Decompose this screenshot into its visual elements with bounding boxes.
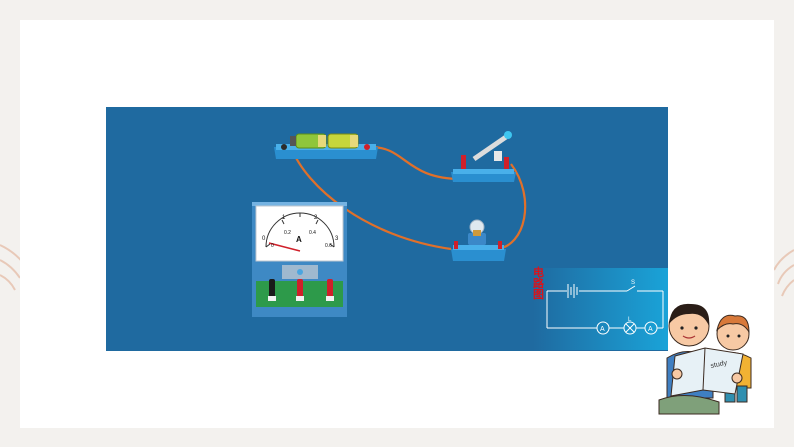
book-text: study	[710, 360, 728, 370]
terminal-0.6A	[297, 279, 303, 299]
lamp-holder	[451, 219, 506, 261]
switch-handle	[504, 131, 512, 139]
scale-bottom-1: 0.2	[284, 230, 291, 236]
scale-bottom-0: 0	[271, 243, 274, 249]
ammeter-symbol-2: A	[648, 326, 653, 333]
scale-bottom-2: 0.4	[309, 230, 316, 236]
scale-bottom-3: 0.6	[325, 243, 332, 249]
battery-terminal-positive	[364, 144, 370, 150]
lamp-symbol-label: L	[628, 317, 632, 323]
schematic-title: 电路图	[533, 267, 544, 301]
circuit-illustration: 0 1 2 3 0 0.2 0.4 0.6 A	[252, 131, 527, 317]
ammeter-needle	[268, 242, 301, 252]
battery-holder	[274, 133, 378, 159]
kids-reading-illustration: study	[655, 298, 765, 416]
ammeter: 0 1 2 3 0 0.2 0.4 0.6 A	[252, 202, 347, 317]
scale-top-3: 3	[335, 236, 339, 242]
scale-top-0: 0	[262, 236, 266, 242]
knife-switch	[451, 131, 516, 182]
ammeter-unit-label: A	[296, 235, 302, 244]
battery-terminal-negative	[281, 144, 287, 150]
corner-decoration-right	[773, 249, 794, 297]
terminal-3A	[327, 279, 333, 299]
wire-battery-to-switch	[370, 145, 462, 181]
zero-adjust-knob	[297, 269, 303, 275]
switch-symbol-label: S	[631, 280, 635, 286]
scale-top-2: 2	[314, 215, 318, 221]
wire-switch-to-bulb	[495, 163, 527, 251]
scale-top-1: 1	[282, 215, 286, 221]
terminal-negative	[269, 279, 275, 299]
schematic-diagram: S L A A 电路图	[533, 268, 668, 350]
ammeter-symbol-1: A	[600, 326, 605, 333]
